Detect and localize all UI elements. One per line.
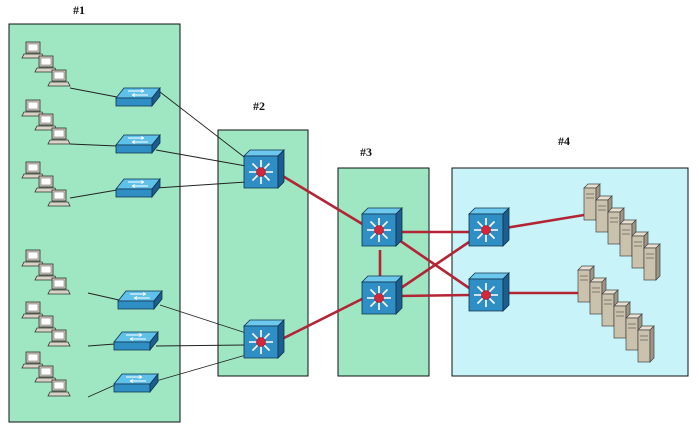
block3-label: #3 xyxy=(360,145,372,159)
multilayer-switch-icon xyxy=(243,149,285,189)
multilayer-switch-icon xyxy=(243,319,285,359)
multilayer-switch-icon xyxy=(468,272,510,312)
trunk-links xyxy=(275,170,585,344)
block2-label: #2 xyxy=(253,99,265,113)
workgroup-switch-icon xyxy=(115,134,161,154)
multilayer-switch-icon xyxy=(468,207,510,247)
workgroup-switch-icon xyxy=(115,178,161,198)
server-icon xyxy=(637,325,655,363)
workgroup-switch-icon xyxy=(113,331,159,351)
pc-links xyxy=(69,87,120,398)
block1-label: #1 xyxy=(73,3,85,17)
server-icon xyxy=(643,243,661,281)
multilayer-switch-icon xyxy=(361,275,403,315)
multilayer-switch-icon xyxy=(361,207,403,247)
access-uplinks xyxy=(155,91,249,382)
workgroup-switch-icon xyxy=(117,290,163,310)
workgroup-switch-icon xyxy=(113,373,159,393)
block3-area xyxy=(337,167,430,377)
workgroup-switch-icon xyxy=(115,87,161,107)
block4-label: #4 xyxy=(558,134,570,148)
